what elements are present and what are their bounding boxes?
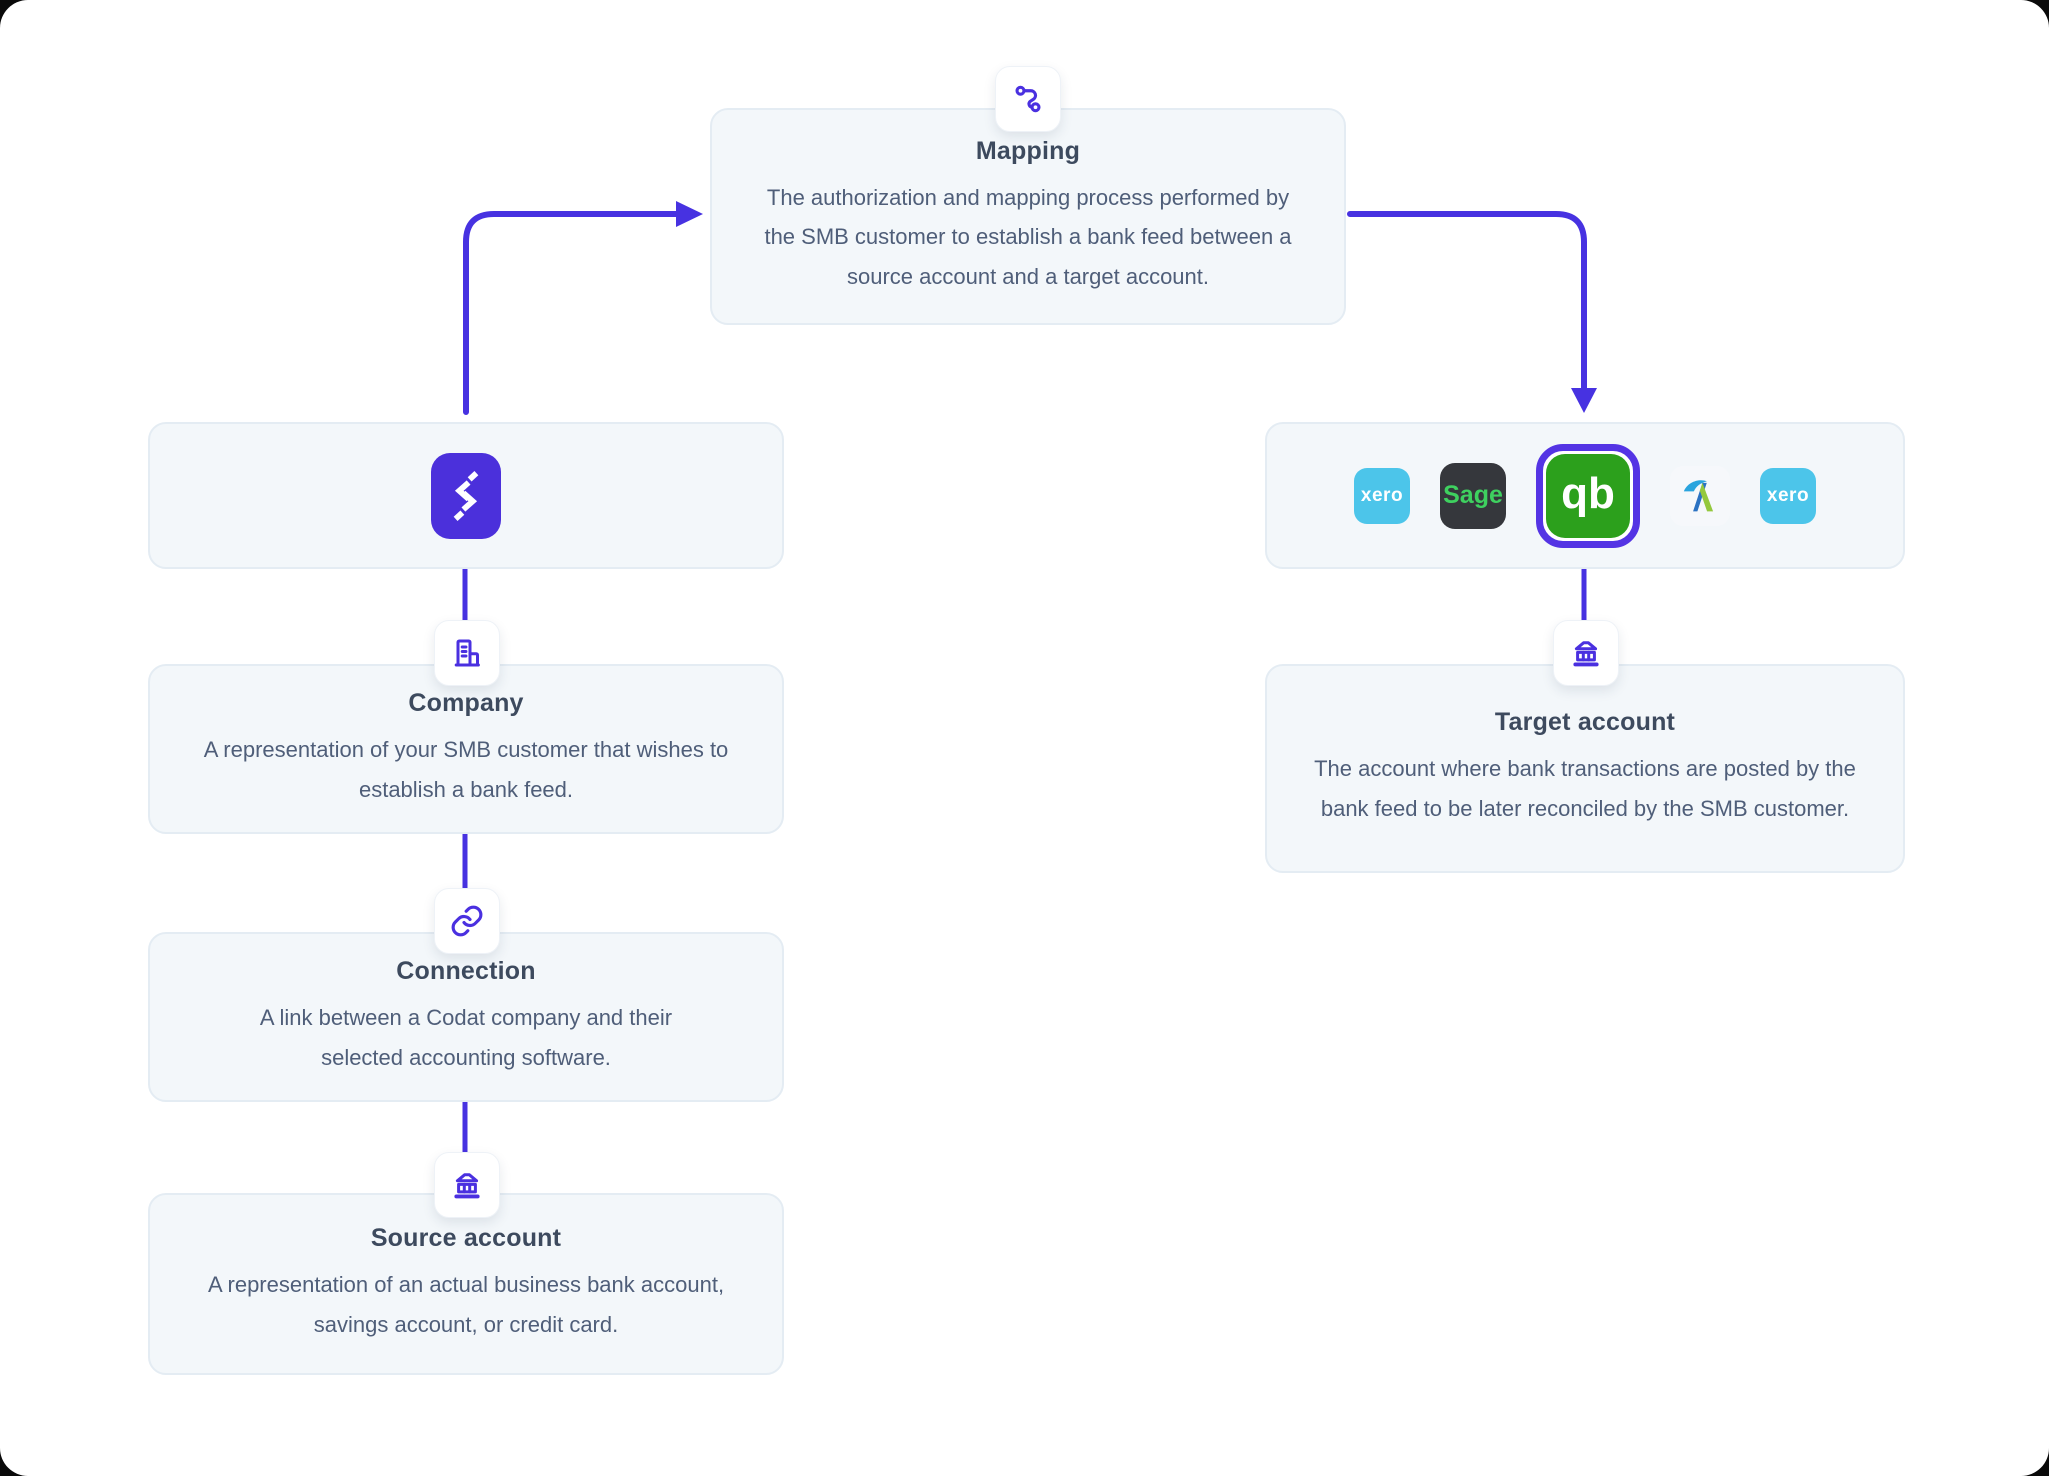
target-account-icon-badge (1553, 620, 1619, 686)
mapping-card: Mapping The authorization and mapping pr… (710, 108, 1346, 325)
source-account-card: Source account A representation of an ac… (148, 1193, 784, 1375)
mapping-description: The authorization and mapping process pe… (764, 184, 1292, 289)
source-account-title: Source account (370, 1223, 562, 1252)
route-icon (1015, 85, 1041, 113)
company-icon-badge (434, 620, 500, 686)
codat-card (148, 422, 784, 569)
company-description: A representation of your SMB customer th… (203, 736, 729, 802)
quickbooks-logo: qb (1546, 453, 1630, 538)
company-title: Company (408, 688, 524, 717)
connection-icon-badge (434, 888, 500, 954)
xero-logo: xero (1354, 467, 1410, 524)
source-account-description: A representation of an actual business b… (207, 1271, 725, 1337)
company-card: Company A representation of your SMB cus… (148, 664, 784, 834)
mapping-title: Mapping (975, 136, 1081, 165)
codat-logo (431, 452, 501, 539)
connection-title: Connection (396, 956, 536, 985)
connection-description: A link between a Codat company and their… (259, 1004, 673, 1070)
link-icon (451, 905, 483, 937)
bank-icon (454, 1173, 480, 1199)
building-icon (454, 639, 480, 667)
bank-icon (1573, 641, 1599, 667)
target-account-title: Target account (1494, 708, 1676, 737)
quickbooks-selected-ring: qb (1536, 443, 1640, 548)
connection-card: Connection A link between a Codat compan… (148, 932, 784, 1102)
xero-logo: xero (1760, 467, 1816, 524)
mapping-icon-badge (995, 66, 1061, 132)
source-account-icon-badge (434, 1152, 500, 1218)
integrations-card: xero Sage qb xero (1265, 422, 1905, 569)
freeagent-logo (1670, 465, 1730, 526)
target-account-description: The account where bank transactions are … (1314, 756, 1856, 821)
sage-logo: Sage (1440, 462, 1506, 529)
integration-logos-row: xero Sage qb xero (1354, 443, 1816, 548)
target-account-card: Target account The account where bank tr… (1265, 664, 1905, 873)
